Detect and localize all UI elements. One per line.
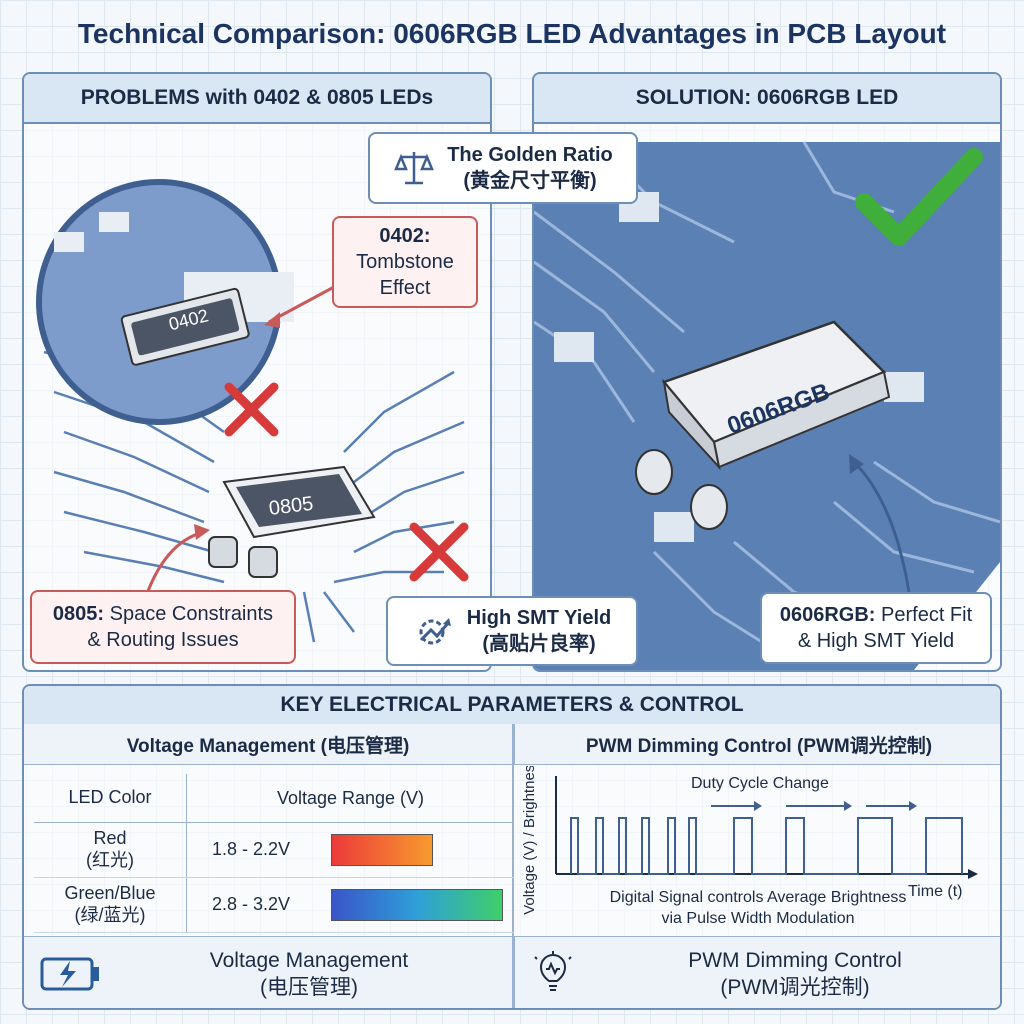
callout-0402-text: Tombstone Effect — [356, 251, 454, 299]
callout-0606-text1: Perfect Fit — [881, 604, 973, 626]
pcb-pad — [884, 372, 924, 402]
table-header-row: LED Color Voltage Range (V) — [34, 774, 514, 823]
chip-0805-label: 0805 — [268, 493, 315, 520]
pwm-waveform — [570, 817, 963, 875]
callout-0606-text2: & High SMT Yield — [797, 630, 955, 652]
voltage-heading: Voltage Management (电压管理) — [24, 724, 512, 765]
arrow-head — [194, 524, 210, 540]
page-title: Technical Comparison: 0606RGB LED Advant… — [77, 18, 947, 49]
table-row: Red (红光) 1.8 - 2.2V — [34, 822, 514, 878]
row-color-name-cn: (红光) — [86, 850, 134, 870]
footer-pwm: PWM Dimming Control (PWM调光控制) — [514, 936, 1000, 1008]
row-range-value: 1.8 - 2.2V — [212, 838, 291, 859]
pcb-pad — [554, 332, 594, 362]
footer-voltage-line1: Voltage Management — [209, 948, 409, 972]
voltage-table: LED Color Voltage Range (V) Red (红光) 1.8… — [34, 774, 514, 933]
problems-illustration: 0402 0805 — [36, 179, 469, 643]
callout-0402: 0402: Tombstone Effect — [332, 216, 478, 308]
error-x-icon — [409, 522, 469, 582]
footer-pwm-line2: (PWM调光控制) — [720, 976, 870, 999]
electrical-parameters-heading: KEY ELECTRICAL PARAMETERS & CONTROL — [24, 686, 1000, 726]
row-color-name: Green/Blue — [64, 883, 156, 904]
chip-0402 — [120, 287, 250, 366]
duty-arrows — [711, 801, 917, 811]
arrow-head — [264, 312, 280, 328]
golden-ratio-title: The Golden Ratio — [447, 144, 613, 166]
pwm-caption-2: via Pulse Width Modulation — [662, 910, 855, 927]
smt-yield-subtitle: (高贴片良率) — [482, 633, 596, 655]
gear-growth-icon — [419, 618, 451, 645]
smt-yield-title: High SMT Yield — [466, 607, 612, 629]
lightbulb-icon — [534, 951, 572, 991]
arrow-0606 — [852, 460, 911, 593]
solution-heading: SOLUTION: 0606RGB LED — [534, 74, 1000, 124]
callout-0805-text2: & Routing Issues — [87, 629, 239, 651]
blue-green-gradient-bar — [331, 889, 504, 921]
battery-icon — [40, 957, 99, 991]
pwm-heading: PWM Dimming Control (PWM调光控制) — [514, 724, 1000, 765]
footer-voltage: Voltage Management (电压管理) — [24, 936, 512, 1008]
check-icon — [855, 148, 983, 246]
pwm-y-axis-label: Voltage (V) / Brightness — [521, 766, 538, 915]
arrow-head — [849, 454, 864, 474]
row-color-name-cn: (绿/蓝光) — [74, 905, 146, 925]
duty-cycle-label: Duty Cycle Change — [691, 775, 829, 792]
component-small — [99, 212, 129, 232]
row-color: Red (红光) — [34, 822, 187, 878]
pwm-x-axis-label: Time (t) — [908, 883, 963, 900]
pcb-pad — [654, 512, 694, 542]
error-x-icon — [224, 382, 279, 437]
golden-ratio-subtitle: (黄金尺寸平衡) — [463, 170, 597, 192]
col-led-color: LED Color — [34, 774, 187, 823]
footer-pwm-text: PWM Dimming Control (PWM调光控制) — [587, 947, 1000, 1002]
chip-0805 — [208, 465, 376, 578]
row-range: 2.8 - 3.2V — [186, 877, 514, 933]
electrical-parameters-panel: KEY ELECTRICAL PARAMETERS & CONTROL Volt… — [22, 684, 1002, 1010]
col-voltage-range: Voltage Range (V) — [186, 774, 514, 823]
pwm-caption-1: Digital Signal controls Average Brightne… — [610, 889, 907, 906]
row-color: Green/Blue (绿/蓝光) — [34, 877, 187, 933]
footer-voltage-text: Voltage Management (电压管理) — [106, 947, 512, 1002]
row-range-value: 2.8 - 3.2V — [212, 893, 291, 914]
problems-heading: PROBLEMS with 0402 & 0805 LEDs — [24, 74, 490, 124]
callout-0805-title: 0805: — [52, 603, 105, 625]
red-gradient-bar — [331, 834, 434, 866]
callout-0805: 0805: Space Constraints & Routing Issues — [30, 590, 296, 664]
callout-0402-title: 0402: — [379, 225, 431, 247]
callout-smt-yield: High SMT Yield (高贴片良率) — [386, 596, 638, 666]
chip-0606rgb — [635, 320, 891, 530]
callout-golden-ratio: The Golden Ratio (黄金尺寸平衡) — [368, 132, 638, 204]
balance-scale-icon — [394, 152, 435, 185]
footer-voltage-line2: (电压管理) — [260, 976, 358, 999]
footer-pwm-line1: PWM Dimming Control — [688, 948, 902, 972]
axis-arrow — [968, 869, 978, 879]
table-row: Green/Blue (绿/蓝光) 2.8 - 3.2V — [34, 877, 514, 933]
row-range: 1.8 - 2.2V — [186, 822, 514, 878]
component-small — [54, 232, 84, 252]
callout-0606rgb: 0606RGB: Perfect Fit & High SMT Yield — [760, 592, 992, 664]
row-color-name: Red — [93, 828, 127, 849]
solution-illustration: 0606RGB — [534, 140, 1000, 670]
callout-0606-title: 0606RGB: — [779, 604, 876, 626]
callout-0805-text1: Space Constraints — [109, 603, 274, 625]
pwm-chart: Voltage (V) / Brightness Time (t) Duty C… — [521, 766, 978, 927]
